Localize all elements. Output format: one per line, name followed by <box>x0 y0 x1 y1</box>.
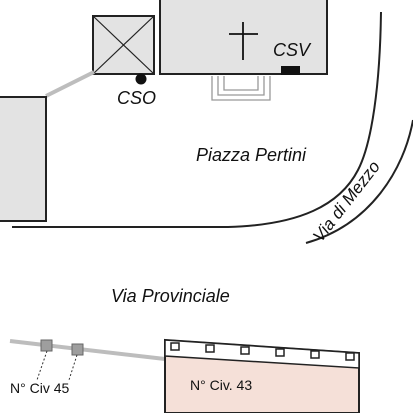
pipe-node-2 <box>71 343 84 356</box>
via-di-mezzo-edge <box>12 11 382 228</box>
csv-marker <box>281 66 300 75</box>
civ45-leaders <box>36 350 78 381</box>
left-building <box>0 96 47 222</box>
cso-label: CSO <box>117 88 156 108</box>
via-di-mezzo-outer-edge <box>305 119 413 244</box>
connection-pipe <box>45 70 95 98</box>
pipe-node-1 <box>40 339 53 352</box>
civ43-windows <box>170 342 355 361</box>
via-provinciale-label: Via Provinciale <box>111 286 230 306</box>
csv-label: CSV <box>273 40 312 60</box>
bottom-pipe <box>9 339 166 361</box>
civ45-label: N° Civ 45 <box>10 380 69 396</box>
cross-icon <box>229 22 258 60</box>
crossed-box-icon <box>92 15 155 75</box>
cso-marker <box>135 73 147 85</box>
piazza-pertini-label: Piazza Pertini <box>196 145 307 165</box>
civ43-label: N° Civ. 43 <box>190 377 252 393</box>
church-steps <box>211 76 271 101</box>
